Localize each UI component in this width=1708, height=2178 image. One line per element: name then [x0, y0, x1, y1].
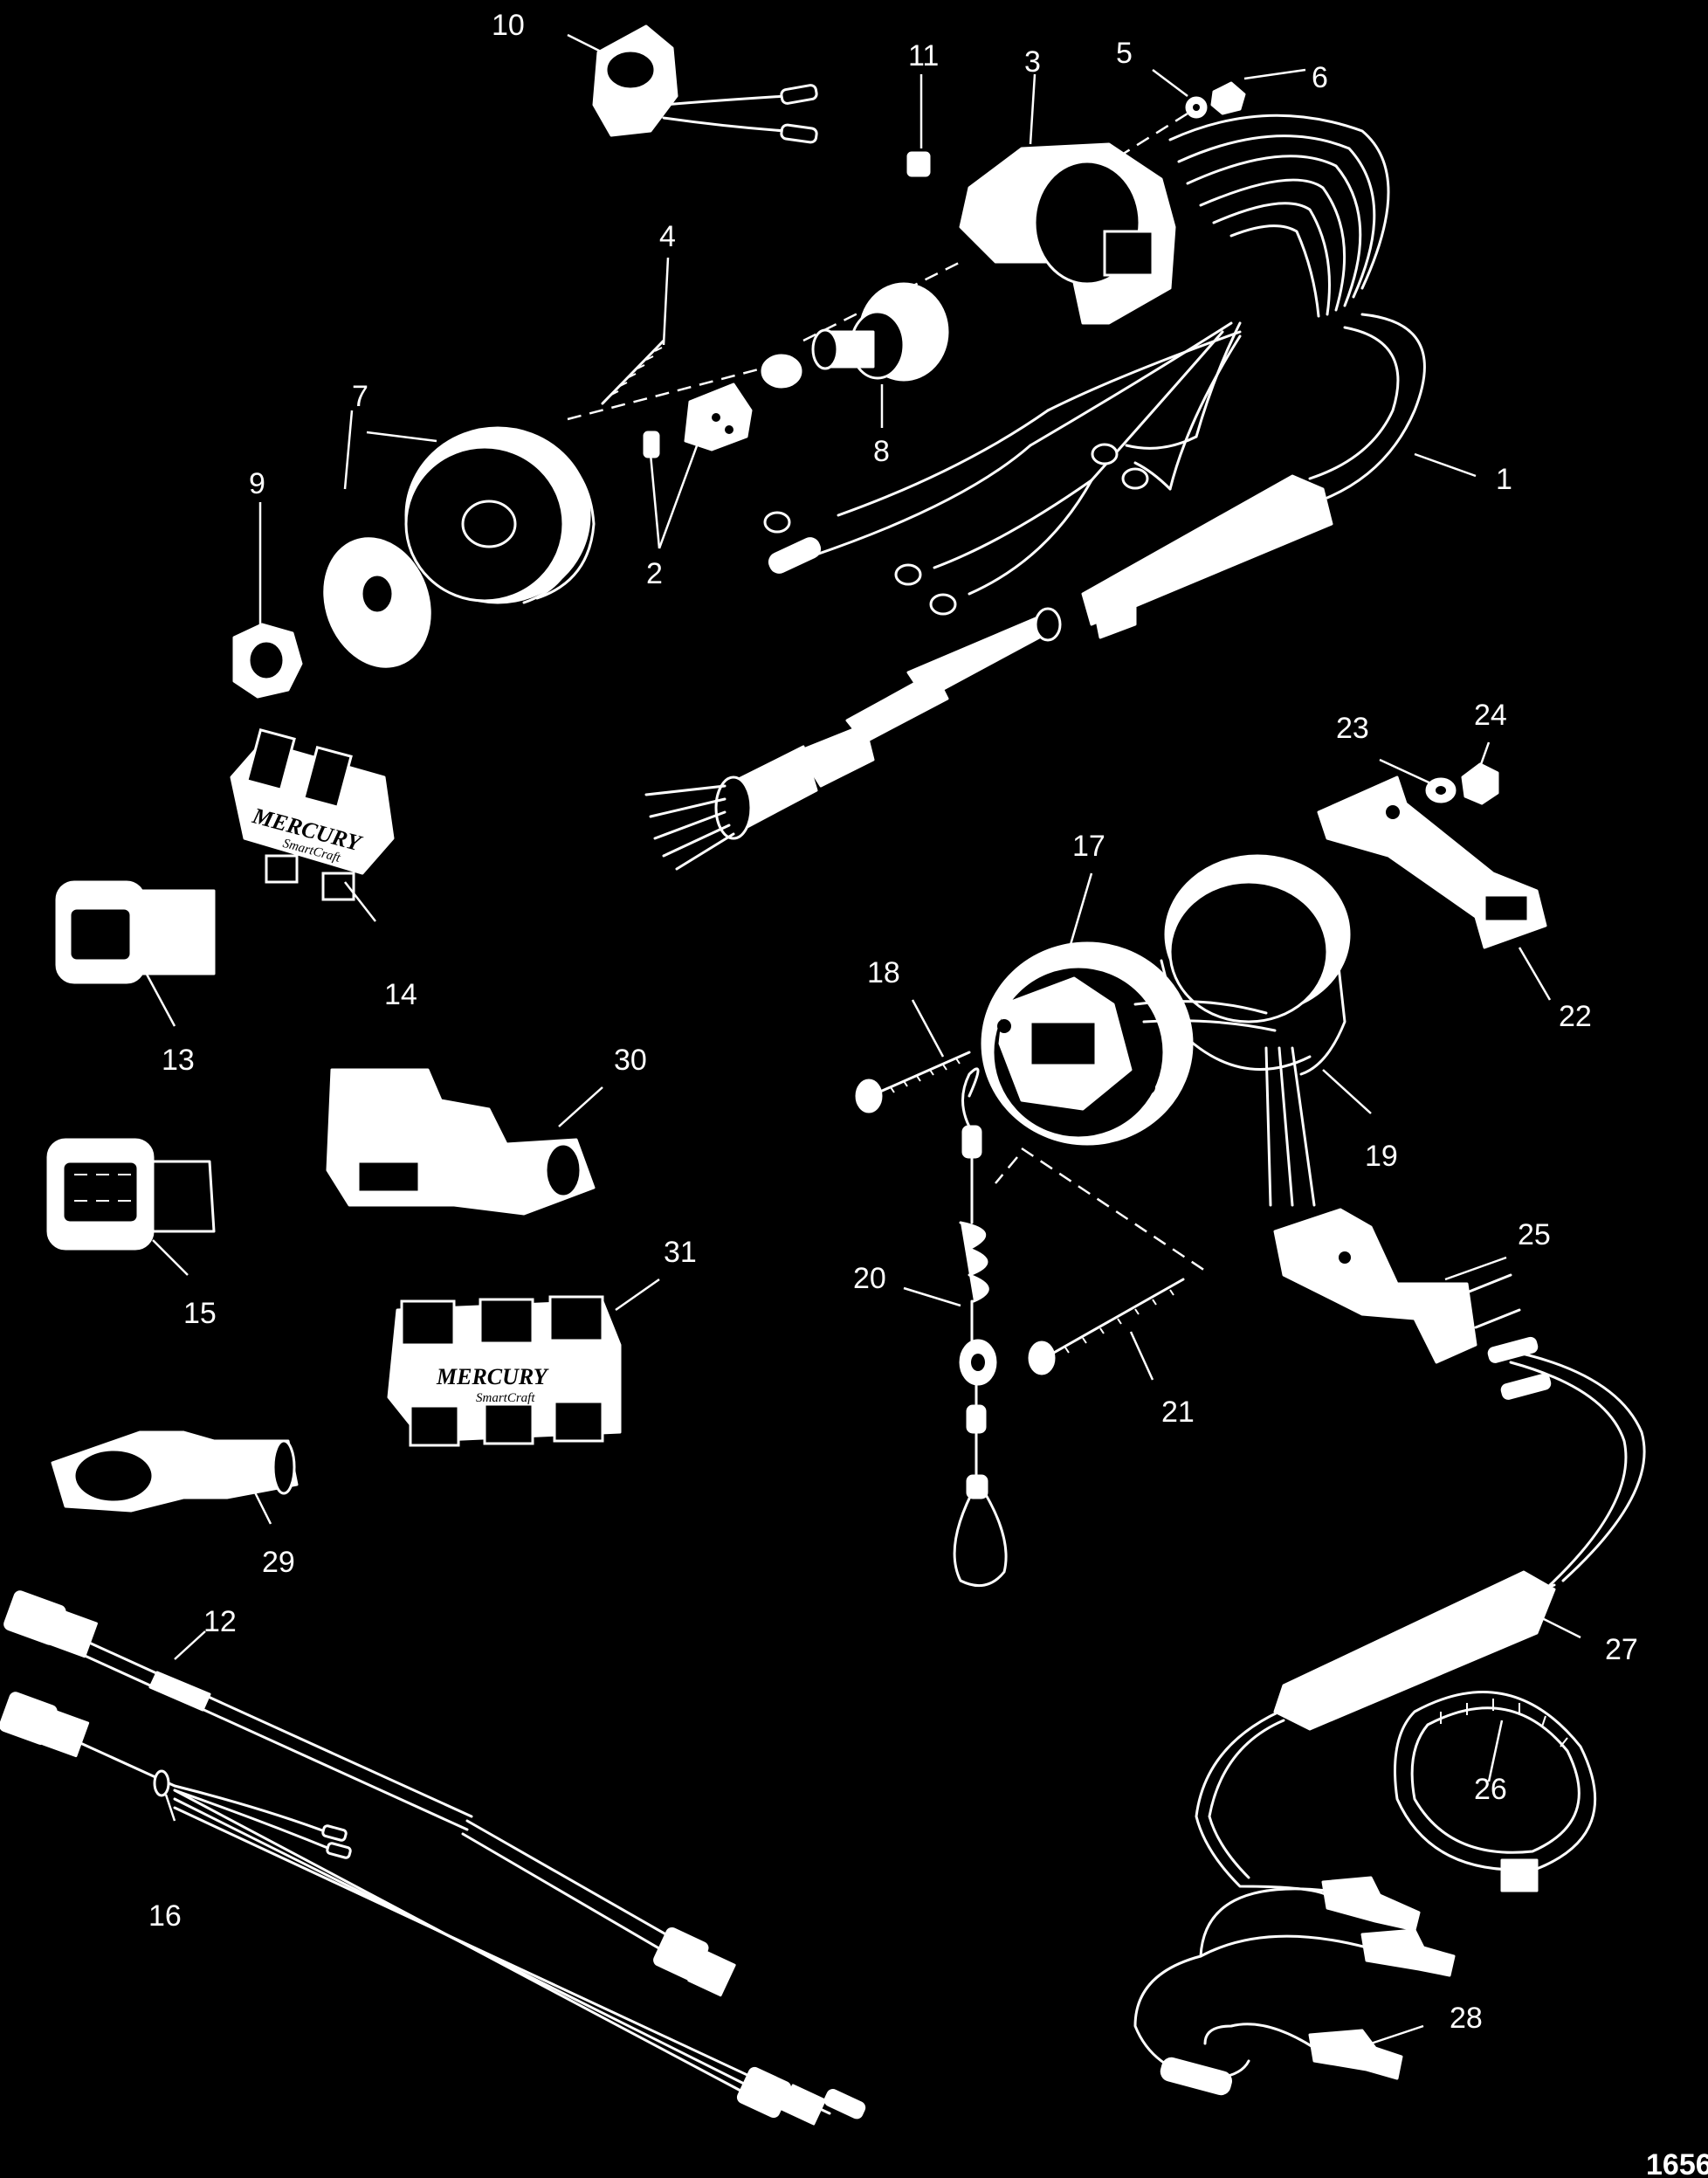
callout-15: 15: [183, 1297, 217, 1330]
figure-number: 1656: [1646, 2148, 1708, 2178]
callout-8: 8: [873, 435, 890, 468]
callout-11: 11: [908, 39, 939, 72]
part-17-ring: [981, 941, 1194, 1146]
part-19-housing: [1133, 854, 1351, 1207]
part-20-lanyard: [953, 1067, 1008, 1588]
part-11-cap: [906, 151, 931, 177]
callout-12: 12: [203, 1605, 237, 1638]
part-3-bracket: [959, 142, 1176, 325]
callout-27: 27: [1605, 1633, 1638, 1666]
part-24-nut: [1461, 762, 1499, 805]
callout-19: 19: [1365, 1140, 1398, 1173]
callout-labels: 10 11 3 5 6 4 7 9 8 2 1 23 24 17 14 18 2…: [148, 9, 1708, 2178]
callout-21: 21: [1161, 1396, 1195, 1429]
callout-7: 7: [352, 380, 368, 413]
part-14-junction-box: MERCURY SmartCraft: [230, 728, 395, 901]
part-27-harness: [1133, 1336, 1646, 2096]
part-9-nut: [232, 623, 303, 699]
part-22-bracket: [1317, 775, 1547, 949]
callout-3: 3: [1024, 45, 1041, 79]
part-16-harness: [0, 1692, 866, 2126]
callout-20: 20: [853, 1262, 886, 1295]
callout-30: 30: [614, 1044, 647, 1077]
assembly-line-ring: [995, 1147, 1206, 1272]
logo-sub-large: SmartCraft: [476, 1391, 535, 1405]
callout-14: 14: [384, 978, 417, 1011]
part-2-clip: [643, 383, 753, 458]
part-12-harness: [3, 1590, 736, 1997]
part-26-clamp: [1394, 1691, 1597, 1892]
callout-17: 17: [1072, 830, 1105, 863]
callout-5: 5: [1116, 37, 1133, 70]
callout-25: 25: [1518, 1218, 1551, 1251]
callout-9: 9: [249, 467, 265, 500]
callout-1: 1: [1496, 463, 1512, 496]
callout-10: 10: [492, 9, 525, 42]
callout-13: 13: [162, 1044, 195, 1077]
logo-brand-large: MERCURY: [436, 1364, 549, 1389]
part-7-decal: [323, 537, 431, 668]
part-10-switch: [592, 24, 818, 144]
part-7-bezel: [404, 426, 596, 604]
part-6-nut: [1210, 81, 1246, 115]
part-18-screw: [855, 1051, 971, 1113]
callout-31: 31: [664, 1236, 697, 1269]
callout-23: 23: [1336, 712, 1369, 745]
callout-26: 26: [1474, 1773, 1507, 1806]
part-13-connector: [55, 880, 216, 984]
part-8-key-switch: [761, 282, 949, 389]
part-15-connector: [46, 1138, 216, 1251]
part-30-connector: [326, 1068, 596, 1216]
callout-24: 24: [1474, 699, 1507, 732]
callout-16: 16: [148, 1899, 182, 1933]
callout-18: 18: [867, 956, 900, 989]
part-25-terminal-block: [1273, 1208, 1521, 1364]
part-5-washer: [1185, 96, 1208, 119]
part-21-screw: [1028, 1278, 1185, 1375]
callout-4: 4: [659, 220, 676, 253]
part-1-harness: [644, 114, 1426, 871]
callout-2: 2: [646, 557, 663, 590]
callout-6: 6: [1312, 61, 1328, 94]
callout-28: 28: [1450, 2002, 1483, 2035]
assembly-line-top: [567, 112, 1188, 421]
callout-29: 29: [262, 1546, 295, 1579]
part-4-screw: [601, 339, 665, 405]
leader-lines: [142, 33, 1581, 2045]
part-29-connector: [51, 1430, 299, 1513]
part-31-junction-box: MERCURY SmartCraft: [387, 1295, 622, 1447]
callout-22: 22: [1559, 1000, 1592, 1033]
